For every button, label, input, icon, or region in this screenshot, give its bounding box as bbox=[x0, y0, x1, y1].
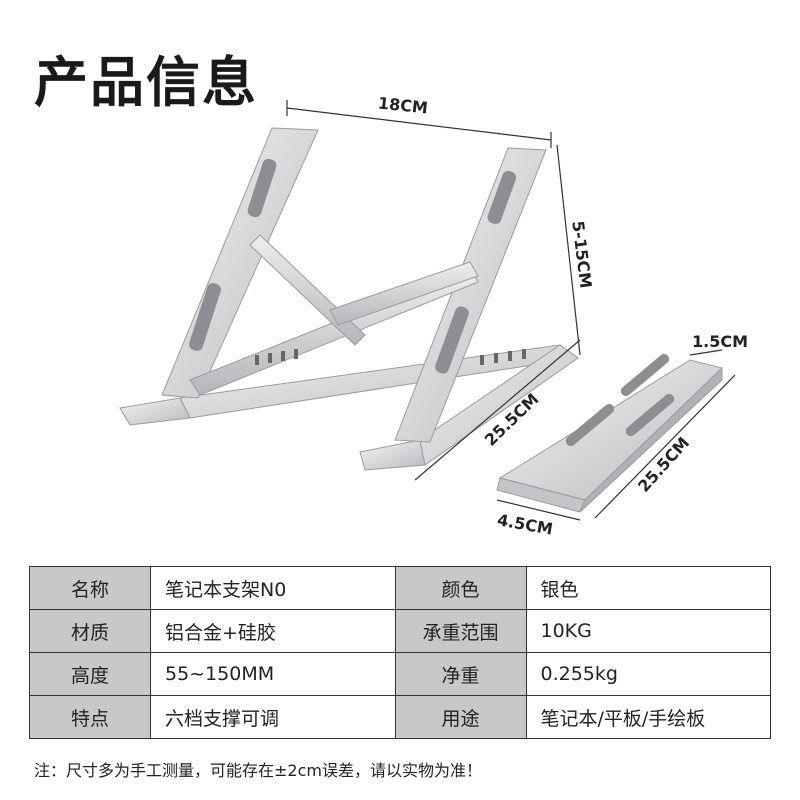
disclaimer-note: 注：尺寸多为手工测量，可能存在±2cm误差，请以实物为准！ bbox=[34, 761, 482, 780]
spec-value: 10KG bbox=[525, 609, 771, 653]
spec-label: 特点 bbox=[29, 695, 151, 739]
dimension-line-height bbox=[556, 144, 581, 356]
spec-value: 笔记本支架N0 bbox=[150, 566, 396, 610]
spec-value: 笔记本/平板/手绘板 bbox=[525, 695, 771, 739]
dimension-line-width bbox=[286, 100, 552, 148]
spec-label: 名称 bbox=[29, 566, 151, 610]
vent-slots bbox=[255, 349, 526, 365]
folded-pads bbox=[565, 353, 675, 447]
spec-label: 承重范围 bbox=[394, 609, 527, 653]
dim-label-thickness: 1.5CM bbox=[692, 332, 749, 351]
spec-label: 净重 bbox=[394, 652, 527, 696]
product-illustration bbox=[119, 100, 736, 521]
dimension-lines-folded bbox=[496, 349, 736, 521]
table-row: 材质 铝合金+硅胶 承重范围 10KG bbox=[29, 609, 771, 653]
spec-value: 55~150MM bbox=[150, 652, 396, 696]
spec-value: 0.255kg bbox=[525, 652, 771, 696]
spec-value: 铝合金+硅胶 bbox=[150, 609, 396, 653]
spec-value: 六档支撑可调 bbox=[150, 695, 396, 739]
spec-label: 颜色 bbox=[394, 566, 527, 610]
spec-value: 银色 bbox=[525, 566, 771, 610]
spec-label: 材质 bbox=[29, 609, 151, 653]
rubber-pads bbox=[189, 158, 517, 374]
spec-label: 高度 bbox=[29, 652, 151, 696]
table-row: 高度 55~150MM 净重 0.255kg bbox=[29, 652, 771, 696]
dimension-line-depth bbox=[414, 339, 581, 481]
spec-table: 名称 笔记本支架N0 颜色 银色 材质 铝合金+硅胶 承重范围 10KG 高度 … bbox=[29, 566, 771, 739]
table-row: 名称 笔记本支架N0 颜色 银色 bbox=[29, 566, 771, 610]
table-row: 特点 六档支撑可调 用途 笔记本/平板/手绘板 bbox=[29, 695, 771, 739]
page-title: 产品信息 bbox=[34, 51, 258, 114]
spec-label: 用途 bbox=[394, 695, 527, 739]
